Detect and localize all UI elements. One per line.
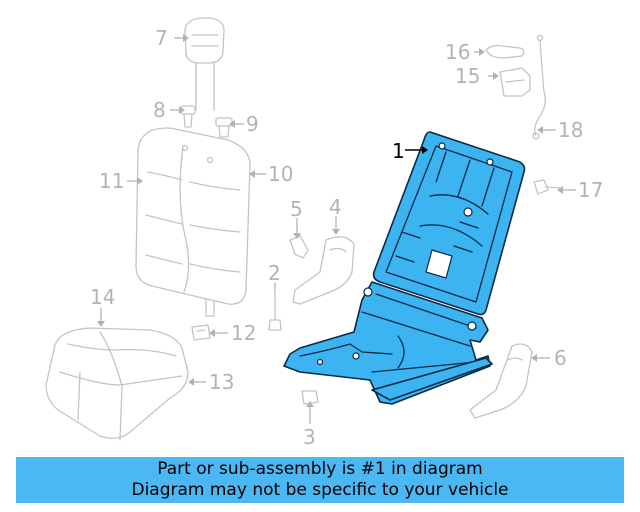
- callout-13: 13: [209, 370, 234, 394]
- part-16-handle[interactable]: [485, 44, 525, 59]
- part-1-seat-frame[interactable]: [283, 131, 526, 405]
- callout-11: 11: [99, 169, 124, 193]
- info-banner: Part or sub-assembly is #1 in diagram Di…: [16, 457, 624, 503]
- banner-line-2: Diagram may not be specific to your vehi…: [131, 480, 509, 500]
- part-9-guide[interactable]: [215, 117, 233, 138]
- callout-1: 1: [392, 139, 405, 163]
- parts-diagram: 1 2 3 4 5 6 7 8 9 10 11 12 13 14 15 16 1…: [45, 17, 603, 449]
- part-8-guide[interactable]: [180, 105, 196, 128]
- callout-5: 5: [290, 197, 303, 221]
- part-7-headrest[interactable]: [184, 17, 225, 111]
- part-13-14-seat-cushion[interactable]: [45, 327, 189, 441]
- callout-14: 14: [90, 285, 115, 309]
- banner-line-1: Part or sub-assembly is #1 in diagram: [157, 459, 483, 479]
- part-12-clip[interactable]: [191, 324, 211, 341]
- part-5-bracket[interactable]: [289, 235, 309, 259]
- callout-7: 7: [155, 26, 168, 50]
- callout-18: 18: [558, 118, 583, 142]
- callout-16: 16: [445, 40, 470, 64]
- callout-2: 2: [268, 261, 281, 285]
- part-10-11-seatback[interactable]: [135, 127, 251, 317]
- callout-3: 3: [303, 425, 316, 449]
- callout-8: 8: [153, 98, 166, 122]
- part-2-bolt[interactable]: [268, 289, 282, 331]
- part-6-side-trim[interactable]: [469, 343, 533, 419]
- part-18-cable[interactable]: [532, 34, 546, 140]
- callout-17: 17: [578, 178, 603, 202]
- callout-4: 4: [329, 195, 342, 219]
- part-17-bolt[interactable]: [533, 179, 561, 195]
- callout-12: 12: [231, 321, 256, 345]
- part-4-side-cover[interactable]: [292, 236, 355, 305]
- callout-6: 6: [554, 346, 567, 370]
- leader-lines: [97, 34, 576, 424]
- part-15-release[interactable]: [499, 67, 531, 97]
- callout-10: 10: [268, 162, 293, 186]
- part-3-cap[interactable]: [301, 390, 319, 405]
- callout-9: 9: [246, 112, 259, 136]
- callout-numbers: 1 2 3 4 5 6 7 8 9 10 11 12 13 14 15 16 1…: [90, 26, 603, 449]
- callout-15: 15: [455, 64, 480, 88]
